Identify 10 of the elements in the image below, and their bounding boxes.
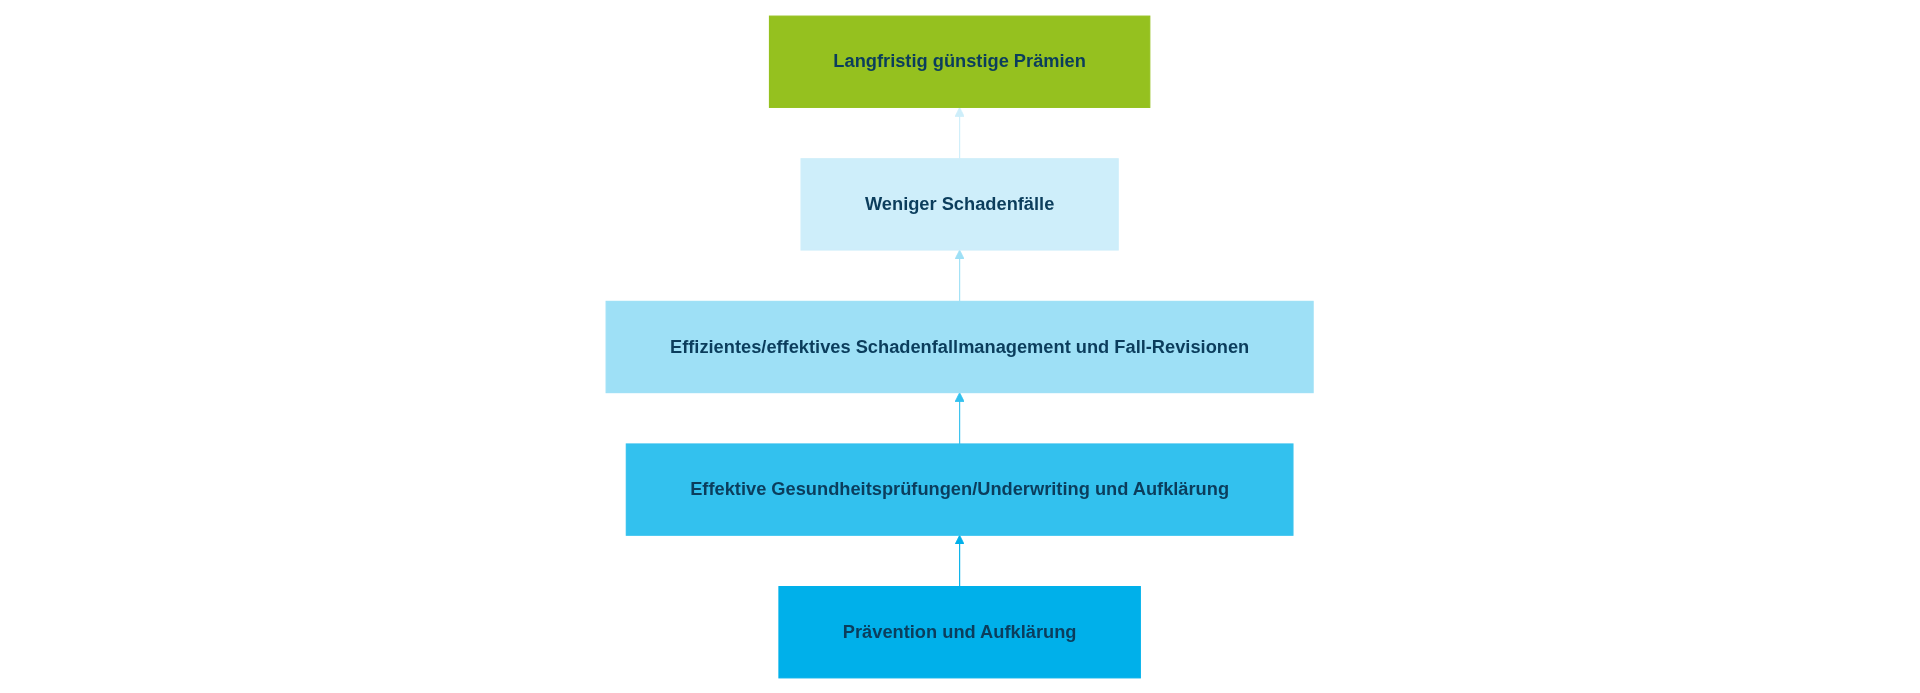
node-box — [778, 585, 1142, 678]
arrow — [954, 391, 965, 445]
arrow — [954, 106, 965, 159]
flowchart: Langfristig günstige Prämien Weniger Schadenfälle Effizientes/effektives Schadenfallmanagement und Fall-Revisionen Effektive Gesundheitsprüfungen/Underwriting und Aufklärung Prävention und Aufklärung — [597, 6, 1323, 687]
node-box — [605, 300, 1315, 393]
arrow — [954, 534, 965, 587]
arrow — [954, 249, 965, 302]
node-box — [626, 442, 1294, 536]
node-box — [800, 157, 1120, 251]
node-box — [769, 15, 1151, 108]
